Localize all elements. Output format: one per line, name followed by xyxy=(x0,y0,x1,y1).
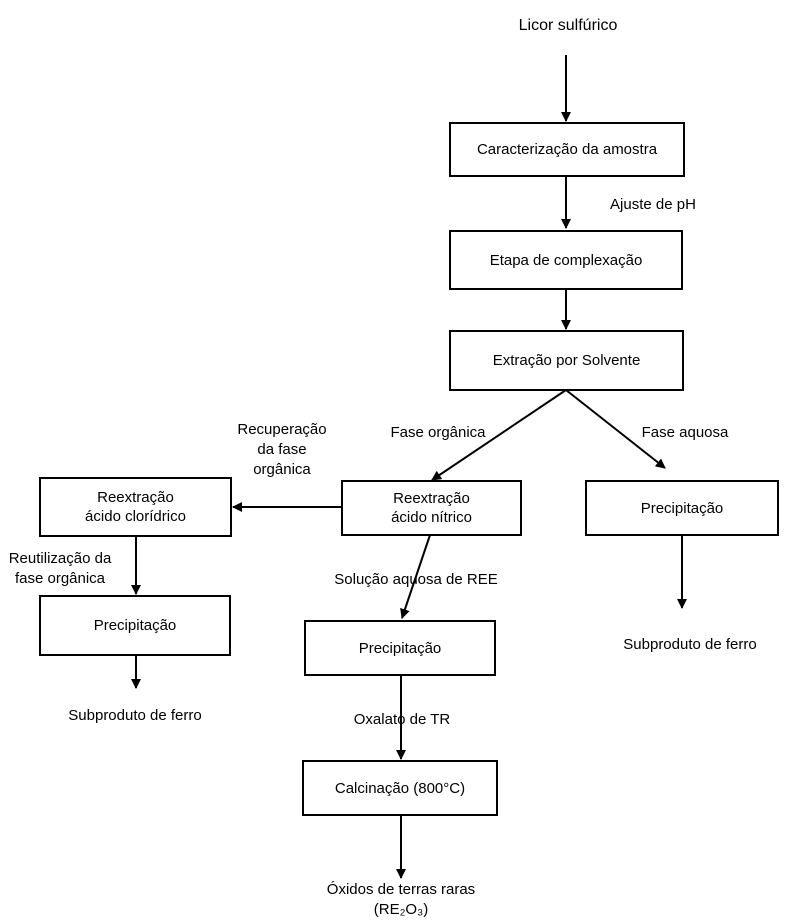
label-licor-sulfurico: Licor sulfúrico xyxy=(518,17,618,34)
arrow-nitrico-to-precip-centro xyxy=(400,534,431,619)
arrow-extracao-to-precip-aquosa xyxy=(565,389,666,469)
node-precipitacao-centro-label: Precipitação xyxy=(358,639,442,657)
label-recuperacao-line2: da fase xyxy=(257,441,307,458)
node-calcinacao: Calcinação (800°C) xyxy=(302,760,498,816)
label-reutilizacao-line1: Reutilização da xyxy=(8,550,112,567)
node-complexacao: Etapa de complexação xyxy=(449,230,683,290)
node-precipitacao-aquosa-label: Precipitação xyxy=(640,499,724,517)
node-reextracao-cloridrico-line1: Reextração xyxy=(97,489,174,506)
node-caracterizacao-label: Caracterização da amostra xyxy=(476,141,658,158)
node-caracterizacao: Caracterização da amostra xyxy=(449,122,685,177)
label-oxidos-line2: (RE₂O₃) xyxy=(373,901,429,918)
label-oxidos-line1: Óxidos de terras raras xyxy=(326,881,476,898)
node-reextracao-nitrico-line2: ácido nítrico xyxy=(391,509,472,526)
node-precipitacao-esquerda-label: Precipitação xyxy=(93,617,177,634)
label-recuperacao-line1: Recuperação xyxy=(237,421,327,438)
node-extracao: Extração por Solvente xyxy=(449,330,684,391)
node-reextracao-cloridrico: Reextração ácido clorídrico xyxy=(39,477,232,537)
node-precipitacao-centro: Precipitação xyxy=(304,620,496,676)
label-reutilizacao: Reutilização da fase orgânica xyxy=(0,549,120,589)
node-reextracao-nitrico: Reextração ácido nítrico xyxy=(341,480,522,536)
label-solucao-ree: Solução aquosa de REE xyxy=(334,571,498,588)
label-recuperacao: Recuperação da fase orgânica xyxy=(222,420,342,480)
label-oxalato: Oxalato de TR xyxy=(353,711,451,728)
label-subproduto-esquerda: Subproduto de ferro xyxy=(68,707,202,724)
label-fase-organica: Fase orgânica xyxy=(390,424,486,441)
label-recuperacao-line3: orgânica xyxy=(253,461,311,478)
node-extracao-label: Extração por Solvente xyxy=(492,352,641,369)
label-subproduto-direita: Subproduto de ferro xyxy=(623,636,757,653)
label-fase-aquosa: Fase aquosa xyxy=(641,424,729,441)
node-reextracao-nitrico-line1: Reextração xyxy=(393,490,470,507)
label-ajuste-ph: Ajuste de pH xyxy=(610,196,696,213)
label-oxidos: Óxidos de terras raras (RE₂O₃) xyxy=(296,880,506,920)
node-complexacao-label: Etapa de complexação xyxy=(489,251,643,269)
label-reutilizacao-line2: fase orgânica xyxy=(14,570,106,587)
node-reextracao-cloridrico-line2: ácido clorídrico xyxy=(85,508,186,525)
arrow-extracao-to-reext-nitrico xyxy=(431,389,567,481)
node-precipitacao-aquosa: Precipitação xyxy=(585,480,779,536)
node-calcinacao-label: Calcinação (800°C) xyxy=(334,779,466,797)
node-precipitacao-esquerda: Precipitação xyxy=(39,595,231,656)
